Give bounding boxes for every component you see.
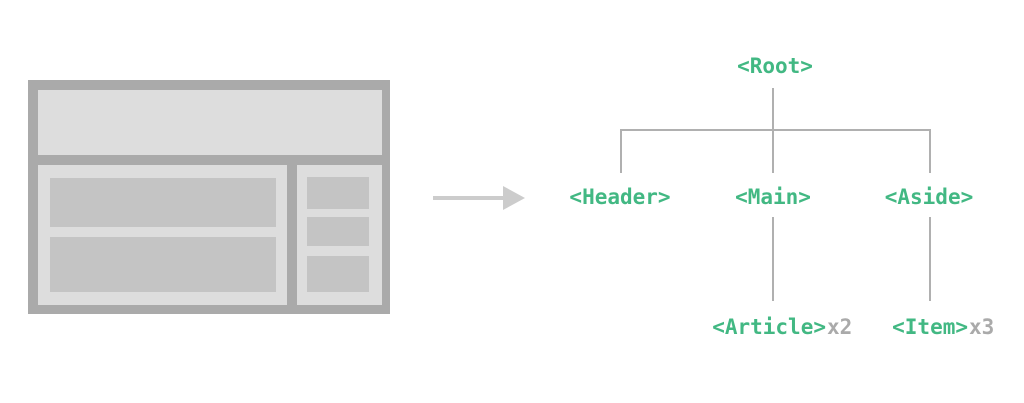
node-main: <Main> bbox=[735, 185, 811, 209]
node-article: <Article> bbox=[712, 315, 826, 339]
wireframe-item-block bbox=[307, 256, 369, 292]
layout-wireframe bbox=[28, 80, 390, 314]
tree-connectors bbox=[620, 88, 931, 301]
wireframe-item-block bbox=[307, 217, 369, 246]
wireframe-article-block bbox=[50, 237, 276, 292]
node-aside: <Aside> bbox=[885, 185, 974, 209]
wireframe-item-block bbox=[307, 177, 369, 209]
node-root: <Root> bbox=[737, 54, 813, 78]
node-article-count: x2 bbox=[827, 315, 852, 339]
node-item-count: x3 bbox=[969, 315, 994, 339]
wireframe-article-block bbox=[50, 178, 276, 227]
wireframe-header-block bbox=[38, 90, 382, 155]
node-item: <Item> bbox=[892, 315, 968, 339]
node-header: <Header> bbox=[569, 185, 670, 209]
arrow-right-icon bbox=[433, 186, 525, 210]
